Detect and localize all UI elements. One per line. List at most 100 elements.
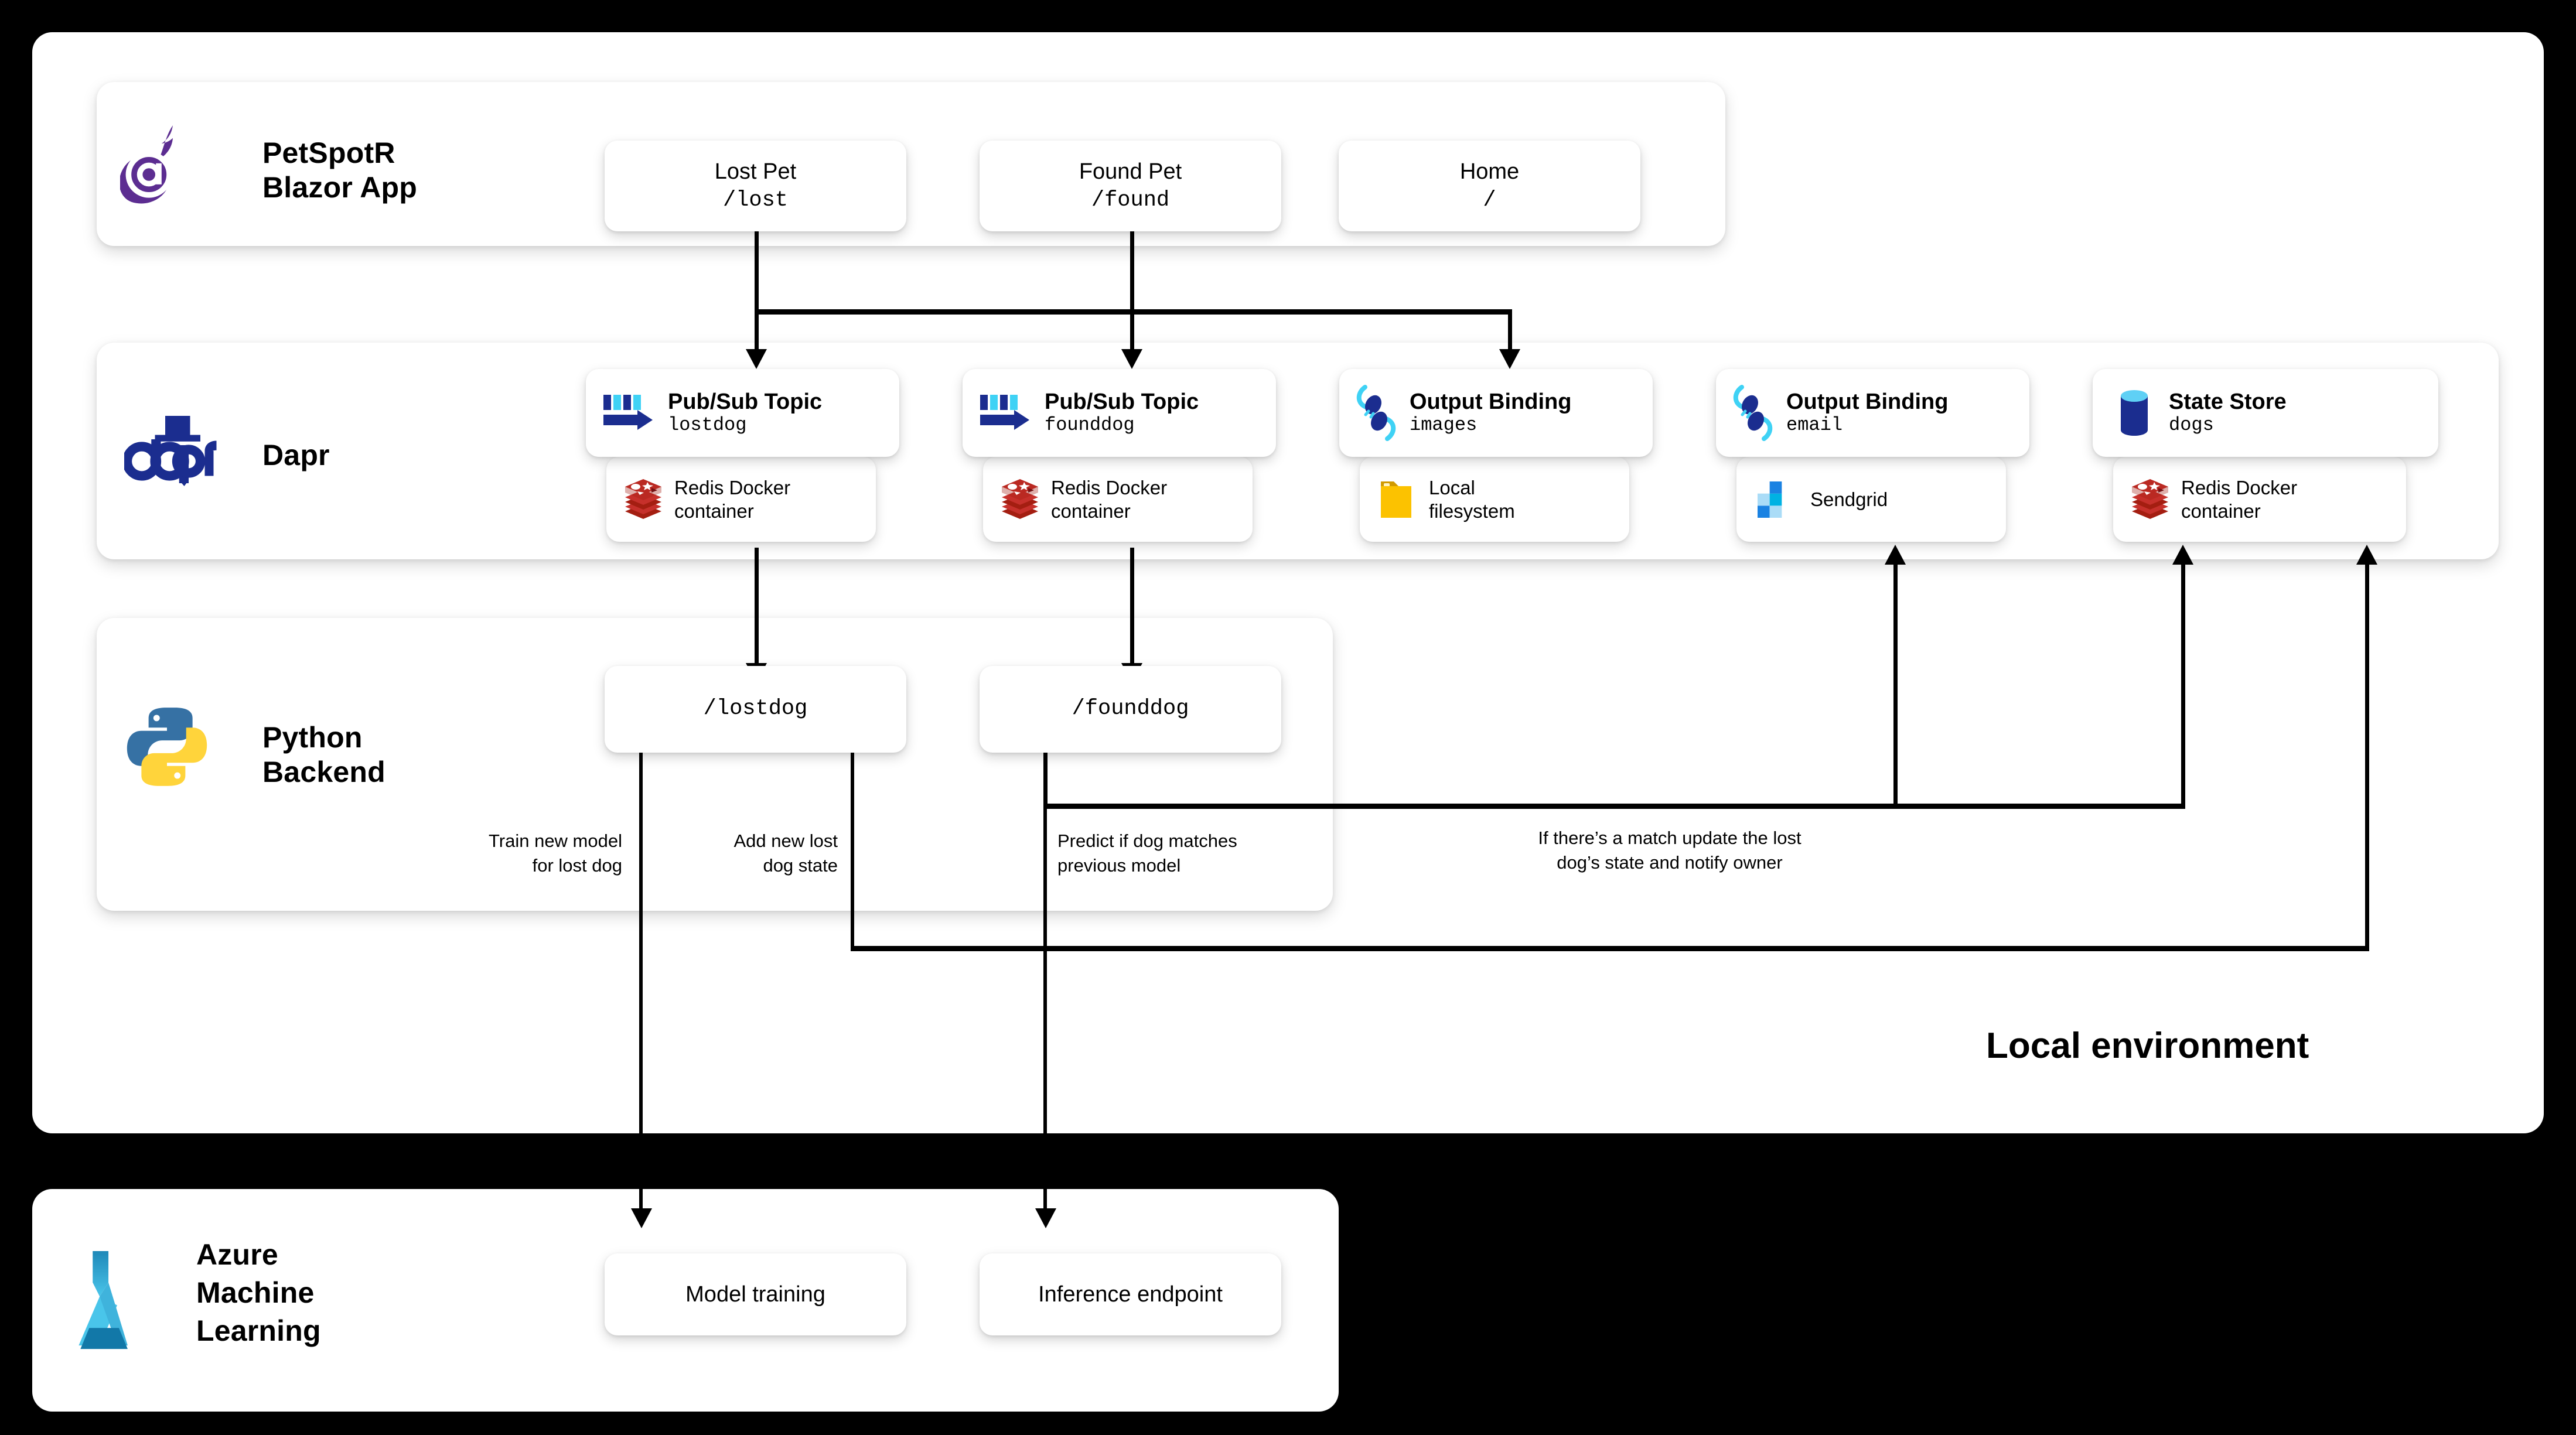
pubsub-icon [979, 392, 1032, 433]
backing-label: Local filesystem [1429, 476, 1515, 522]
azure-ml-row-title: Azure Machine Learning [196, 1238, 321, 1347]
annotation-train-new-model: Train new model for lost dog [488, 831, 622, 876]
dapr-component-text: State Store dogs [2169, 390, 2287, 437]
dapr-backing-sendgrid[interactable]: Sendgrid [1736, 457, 2006, 542]
page-node-lost-pet-text: Lost Pet /lost [715, 158, 796, 214]
dapr-component-text: Output Binding images [1410, 390, 1571, 437]
component-kind: State Store [2169, 389, 2287, 414]
page-title: Home [1459, 159, 1520, 184]
dapr-backing-local-filesystem[interactable]: Local filesystem [1360, 457, 1629, 542]
redis-icon [2131, 477, 2169, 522]
connector-lostdog-to-state [851, 753, 854, 950]
dapr-component-binding-email[interactable]: Output Binding email [1716, 369, 2029, 457]
backing-label-text: Redis Docker container [1051, 476, 1168, 522]
component-name: dogs [2169, 414, 2214, 436]
connector-foundpet-down [1130, 231, 1134, 313]
annotation-predict-dog-matches: Predict if dog matches previous model [1057, 831, 1237, 876]
dapr-component-binding-images[interactable]: Output Binding images [1339, 369, 1653, 457]
backing-label: Sendgrid [1810, 488, 1888, 511]
connector-lostdog-to-model-training [639, 753, 643, 1224]
component-kind: Pub/Sub Topic [668, 389, 823, 414]
page-node-found-pet-text: Found Pet /found [1079, 158, 1182, 214]
connector-state-bus [851, 946, 2369, 951]
dapr-component-state-store-dogs[interactable]: State Store dogs [2093, 369, 2438, 457]
page-node-lost-pet[interactable]: Lost Pet /lost [605, 141, 906, 231]
connector-match-bus [1044, 804, 2185, 809]
azure-ml-service-model-training[interactable]: Model training [605, 1253, 906, 1335]
local-environment-caption: Local environment [1986, 1026, 2309, 1066]
component-name: founddog [1045, 414, 1135, 436]
dapr-backing-redis-founddog[interactable]: Redis Docker container [983, 457, 1253, 542]
page-route: /lost [722, 188, 788, 213]
arrowhead-inference-endpoint [1035, 1208, 1056, 1228]
azure-ml-inference-endpoint-label: Inference endpoint [1038, 1282, 1223, 1307]
statestore-icon [2116, 388, 2152, 438]
binding-icon [1730, 384, 1776, 442]
arrowhead-lostdog-topic [746, 349, 767, 369]
connector-founddog-topic-to-endpoint [1130, 548, 1134, 667]
python-endpoint-founddog-route: /founddog [1072, 696, 1189, 722]
arrowhead-statestore-from-state-bus [2356, 545, 2377, 565]
connector-lostdog-topic-to-endpoint [755, 548, 759, 627]
page-title: Found Pet [1079, 159, 1182, 184]
azure-ml-logo [73, 1248, 161, 1356]
azure-ml-model-training-label: Model training [685, 1282, 825, 1307]
dapr-component-pubsub-lostdog[interactable]: Pub/Sub Topic lostdog [586, 369, 899, 457]
annotation-add-new-lost-dog-state: Add new lost dog state [733, 831, 838, 876]
backing-label: Redis Docker container [2181, 476, 2297, 522]
connector-match-to-statestore [2181, 559, 2185, 807]
page-node-home[interactable]: Home / [1339, 141, 1640, 231]
dapr-logo [124, 410, 221, 486]
dapr-component-text: Pub/Sub Topic lostdog [668, 390, 822, 437]
python-endpoint-lostdog[interactable]: /lostdog [605, 666, 906, 753]
connector-match-to-sendgrid [1893, 559, 1898, 807]
page-title: Lost Pet [714, 159, 797, 184]
arrowhead-images-binding [1499, 349, 1520, 369]
dapr-component-text: Output Binding email [1786, 390, 1948, 437]
arrowhead-model-training [631, 1208, 652, 1228]
annotation-match-update-notify: If there’s a match update the lost dog’s… [1538, 828, 1802, 873]
dapr-backing-redis-lostdog[interactable]: Redis Docker container [606, 457, 876, 542]
backing-label-text: Redis Docker container [2181, 476, 2298, 522]
component-kind: Output Binding [1410, 389, 1572, 414]
pubsub-icon [602, 392, 655, 433]
page-route: / [1483, 188, 1496, 213]
python-row-title: Python Backend [262, 721, 385, 788]
arrowhead-founddog-topic [1121, 349, 1142, 369]
python-logo [123, 703, 211, 791]
arrowhead-sendgrid [1885, 545, 1906, 565]
component-name: lostdog [668, 414, 747, 436]
component-kind: Pub/Sub Topic [1045, 389, 1199, 414]
dapr-component-text: Pub/Sub Topic founddog [1045, 390, 1199, 437]
python-endpoint-lostdog-route: /lostdog [703, 696, 808, 722]
folder-icon [1377, 477, 1416, 522]
dapr-component-pubsub-founddog[interactable]: Pub/Sub Topic founddog [963, 369, 1276, 457]
azure-ml-service-inference-endpoint[interactable]: Inference endpoint [980, 1253, 1281, 1335]
redis-icon [624, 477, 663, 522]
redis-icon [1001, 477, 1039, 522]
dapr-backing-redis-dogs[interactable]: Redis Docker container [2113, 457, 2406, 542]
backing-label-text: Sendgrid [1810, 488, 1888, 510]
page-node-home-text: Home / [1460, 158, 1519, 214]
binding-icon [1353, 384, 1399, 442]
backing-label: Redis Docker container [1051, 476, 1167, 522]
blazor-logo [120, 120, 190, 208]
connector-lostdog-topic-to-endpoint-b [755, 627, 759, 667]
component-name: images [1410, 414, 1478, 436]
backing-label: Redis Docker container [674, 476, 790, 522]
arrowhead-statestore-from-match [2172, 545, 2193, 565]
connector-bus-to-founddog-topic [1130, 309, 1134, 353]
connector-bus-to-lostdog-topic [755, 309, 759, 353]
page-node-found-pet[interactable]: Found Pet /found [980, 141, 1281, 231]
python-endpoint-founddog[interactable]: /founddog [980, 666, 1281, 753]
page-route: /found [1091, 188, 1170, 213]
component-kind: Output Binding [1786, 389, 1949, 414]
dapr-row-title: Dapr [262, 439, 330, 472]
backing-label-text: Local filesystem [1429, 476, 1515, 522]
blazor-row-title: PetSpotR Blazor App [262, 136, 418, 204]
connector-bus-to-images-binding [1508, 309, 1512, 353]
connector-founddog-to-inference [1043, 753, 1047, 1224]
component-name: email [1786, 414, 1843, 436]
connector-founddog-to-match-bus [1044, 753, 1048, 807]
